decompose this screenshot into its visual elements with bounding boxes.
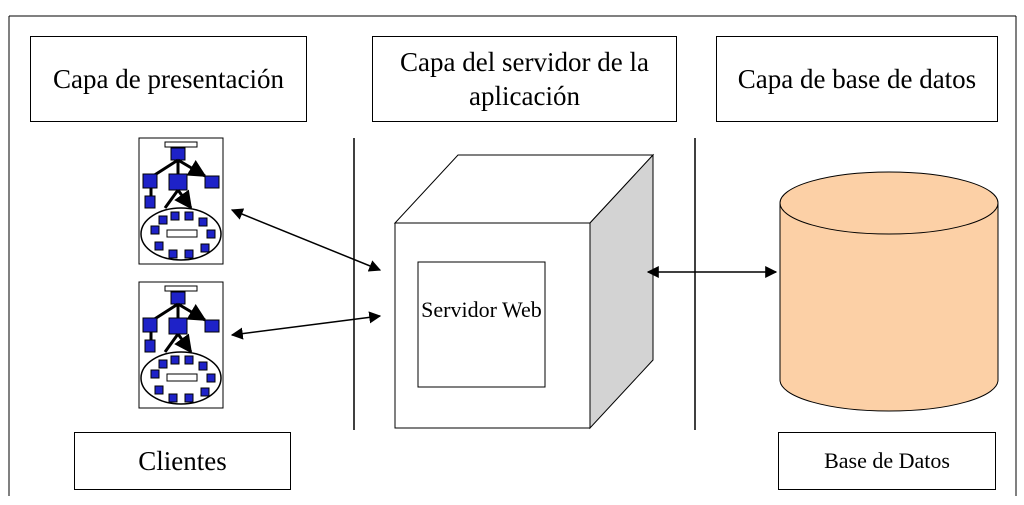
- server-cube-icon: [393, 153, 655, 430]
- database-cylinder-icon: [779, 171, 999, 412]
- database-layer-box: Capa de base de datos: [716, 36, 998, 122]
- database-label: Base de Datos: [824, 448, 950, 473]
- clients-box: Clientes: [74, 432, 291, 490]
- database-layer-label: Capa de base de datos: [737, 64, 977, 94]
- client-network-icon: [139, 282, 223, 408]
- client-network-icon: [139, 138, 223, 264]
- presentation-layer-box: Capa de presentación: [30, 36, 307, 122]
- app-server-layer-box: Capa del servidor de la aplicación: [372, 36, 677, 122]
- web-server-label: Servidor Web: [421, 297, 542, 322]
- client-server-arrow: [230, 208, 382, 272]
- presentation-layer-label: Capa de presentación: [53, 64, 284, 94]
- client-server-arrow: [230, 311, 382, 340]
- app-server-layer-label: Capa del servidor de la aplicación: [400, 47, 649, 111]
- clients-label: Clientes: [138, 446, 227, 476]
- database-box: Base de Datos: [778, 432, 996, 490]
